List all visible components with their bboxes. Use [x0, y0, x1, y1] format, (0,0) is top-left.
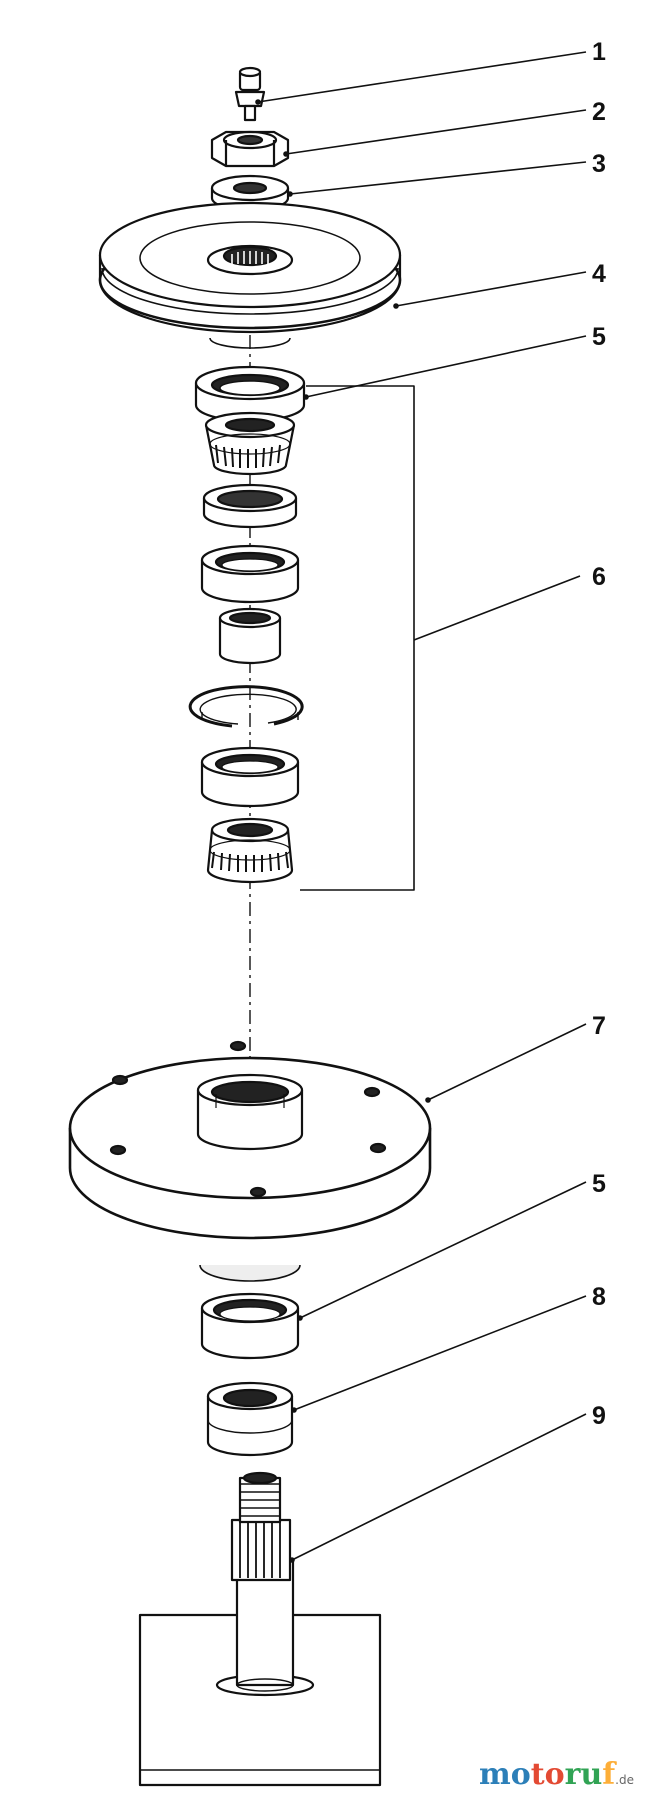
callout-7: 7	[592, 1012, 606, 1040]
callout-1: 1	[592, 38, 606, 66]
part-bearing-cup-3	[200, 746, 300, 808]
part-pulley	[98, 201, 402, 349]
part-bearing-cup-2	[200, 544, 300, 604]
part-spindle-housing	[68, 1040, 432, 1282]
part-spacer-sleeve	[218, 607, 282, 665]
callout-5-lower: 5	[592, 1170, 606, 1198]
part-grease-fitting	[234, 66, 266, 122]
part-bearing-cup-1	[202, 483, 298, 529]
watermark-part-1: mo	[479, 1757, 531, 1792]
part-snap-ring	[188, 685, 304, 728]
callout-labels: 1 2 3 4 5 6 7 5 8 9	[592, 38, 606, 1430]
callout-4: 4	[592, 260, 606, 288]
callout-2: 2	[592, 98, 606, 126]
callout-3: 3	[592, 150, 606, 178]
group-bracket-6	[300, 385, 581, 891]
callout-8: 8	[592, 1283, 606, 1311]
part-hex-nut	[210, 130, 290, 168]
callout-5-upper: 5	[592, 323, 606, 351]
callout-9: 9	[592, 1402, 606, 1430]
part-lower-bearing	[206, 1381, 294, 1457]
part-spindle-shaft	[138, 1471, 382, 1787]
leader-lines	[255, 51, 587, 1563]
watermark-part-2: to	[530, 1757, 565, 1792]
part-seal-lower	[200, 1292, 300, 1360]
watermark-part-3: ru	[564, 1757, 603, 1792]
part-tapered-bearing-top	[204, 411, 296, 476]
watermark-logo: motoruf.de	[479, 1760, 634, 1790]
watermark-suffix: .de	[615, 1773, 634, 1787]
part-seal-upper	[194, 365, 306, 423]
part-tapered-bearing-bottom	[206, 817, 294, 884]
callout-6: 6	[592, 563, 606, 591]
watermark-part-4: f	[602, 1757, 616, 1792]
